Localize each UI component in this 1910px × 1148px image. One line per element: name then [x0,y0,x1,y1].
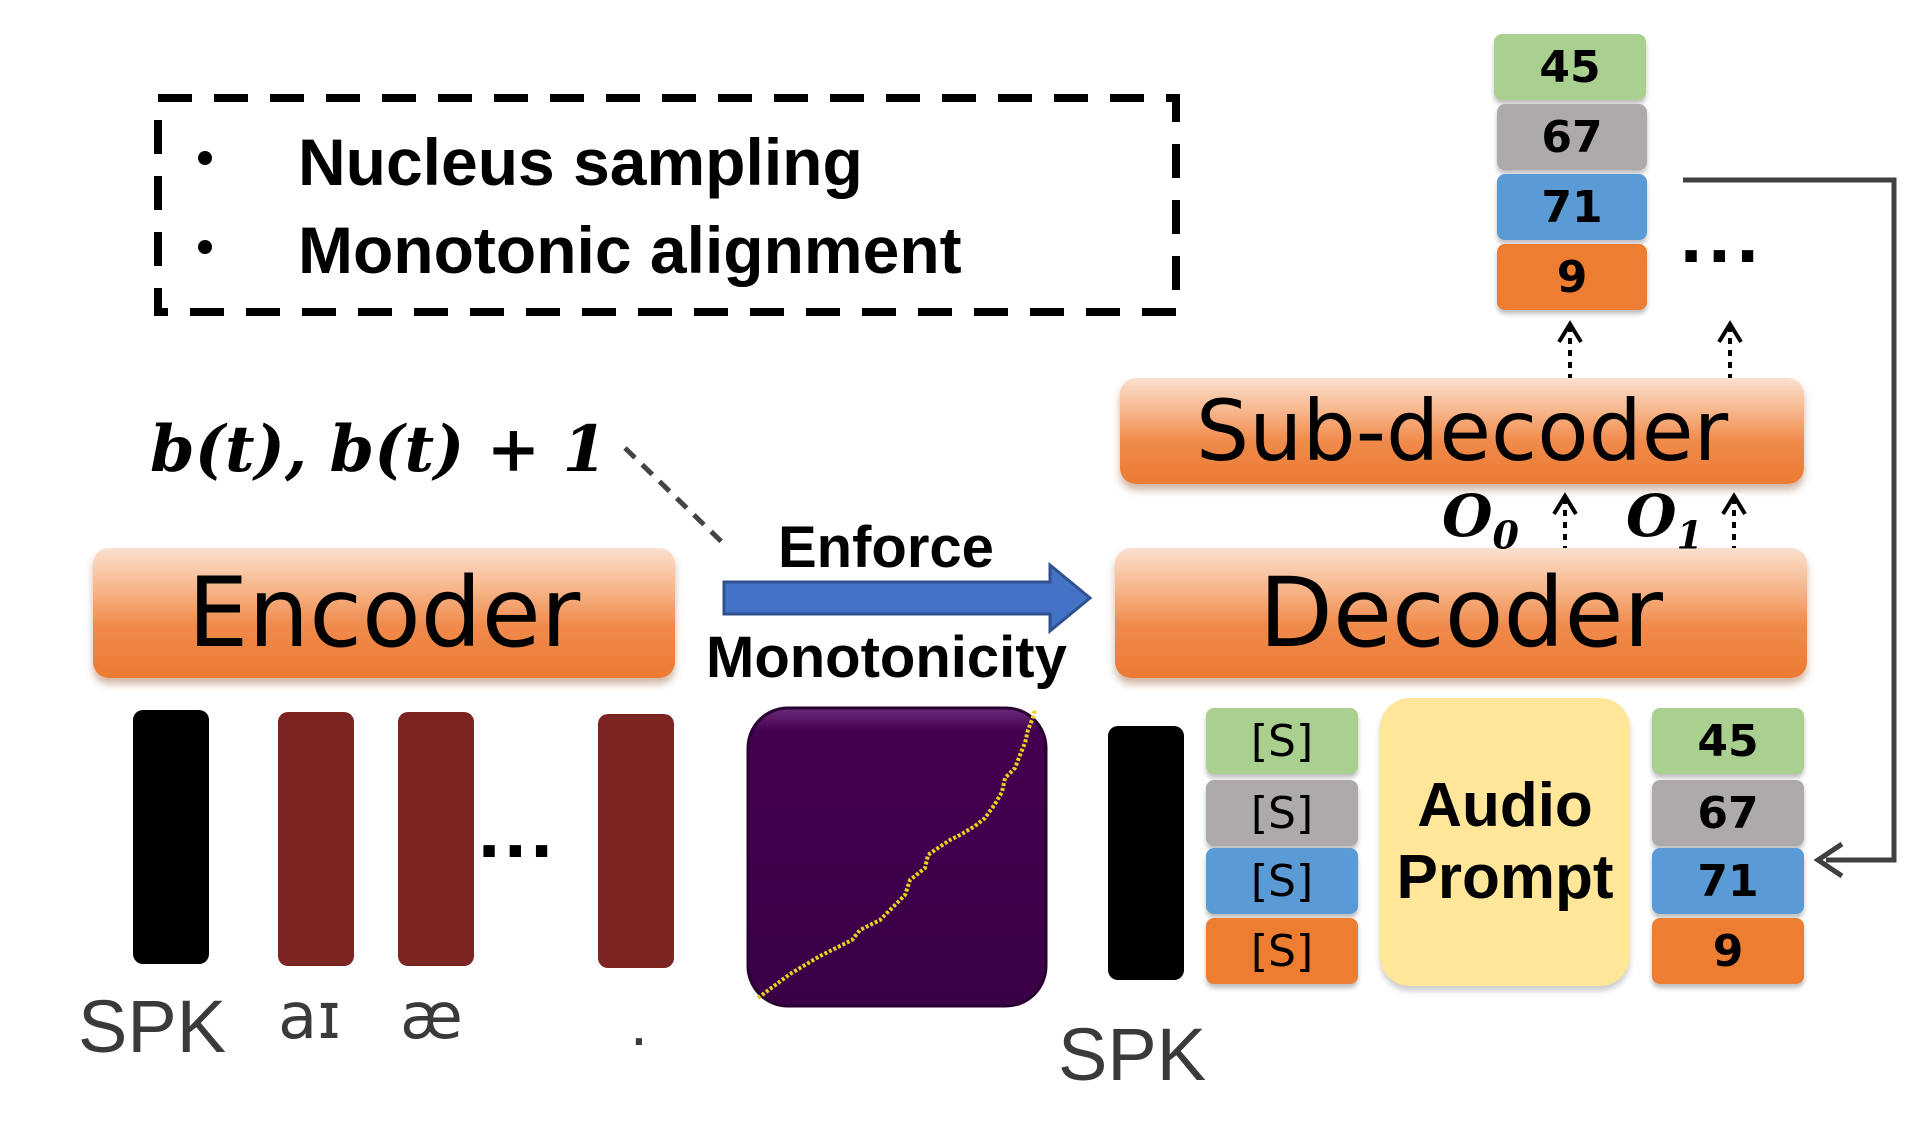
arrow-label-line2: Monotonicity [706,625,1067,690]
o0-letter: O [1442,482,1493,550]
o1-letter: O [1626,482,1677,550]
input-code-71: 71 [1652,848,1804,914]
o1-label: O1 [1626,482,1703,558]
alignment-path [756,709,1037,1000]
legend-bullet-2 [198,240,212,254]
up-arrow-code-1 [1717,320,1743,380]
start-token-1: [S] [1206,708,1358,774]
legend-bullet-1 [198,151,212,165]
decoder-label: Decoder [1259,557,1663,669]
decoder-spk-bar [1108,726,1184,980]
start-token-2: [S] [1206,780,1358,846]
audio-prompt-line1: Audio [1417,771,1593,840]
input-code-9: 9 [1652,918,1804,984]
encoder-phone-bar-2 [398,712,474,966]
encoder-spk-bar [133,710,209,964]
encoder-ellipsis: ... [478,785,557,874]
up-arrow-code-0 [1557,320,1583,380]
formula-text: b(t), b(t) + 1 [150,412,608,487]
output-code-71: 71 [1497,174,1647,240]
o0-subscript: 0 [1492,512,1519,558]
encoder-label-ai: aɪ [278,980,341,1054]
decoder-block: Decoder [1115,548,1807,678]
legend-item-monotonic: Monotonic alignment [298,213,962,287]
audio-prompt-box: Audio Prompt [1380,698,1630,986]
output-ellipsis: ... [1680,190,1765,279]
encoder-phone-bar-last [598,714,674,968]
encoder-label-ae: æ [400,980,463,1054]
encoder-block: Encoder [93,548,675,678]
encoder-label: Encoder [187,557,581,669]
up-arrow-o1 [1721,492,1747,552]
audio-prompt-line2: Prompt [1396,843,1614,912]
up-arrow-o0 [1552,492,1578,552]
feedback-connector [1683,177,1897,863]
encoder-phone-bar-1 [278,712,354,966]
output-code-9: 9 [1497,244,1647,310]
legend-box [154,94,1180,316]
legend-item-nucleus: Nucleus sampling [298,125,863,199]
sub-decoder-block: Sub-decoder [1120,378,1804,484]
input-code-67: 67 [1652,780,1804,846]
o0-label: O0 [1442,482,1519,558]
sub-decoder-label: Sub-decoder [1195,382,1729,480]
output-code-67: 67 [1497,104,1647,170]
start-token-3: [S] [1206,848,1358,914]
arrow-label-line1: Enforce [778,515,994,580]
input-code-45: 45 [1652,708,1804,774]
encoder-label-period: . [630,987,648,1059]
start-token-4: [S] [1206,918,1358,984]
feedback-arrowhead [1813,841,1844,879]
enforce-arrow [722,561,1093,635]
formula-connector [623,446,730,550]
output-code-45: 45 [1494,34,1646,100]
decoder-label-spk: SPK [1058,1013,1207,1096]
encoder-label-spk: SPK [78,985,227,1068]
alignment-map [746,706,1048,1008]
o1-subscript: 1 [1676,512,1703,558]
